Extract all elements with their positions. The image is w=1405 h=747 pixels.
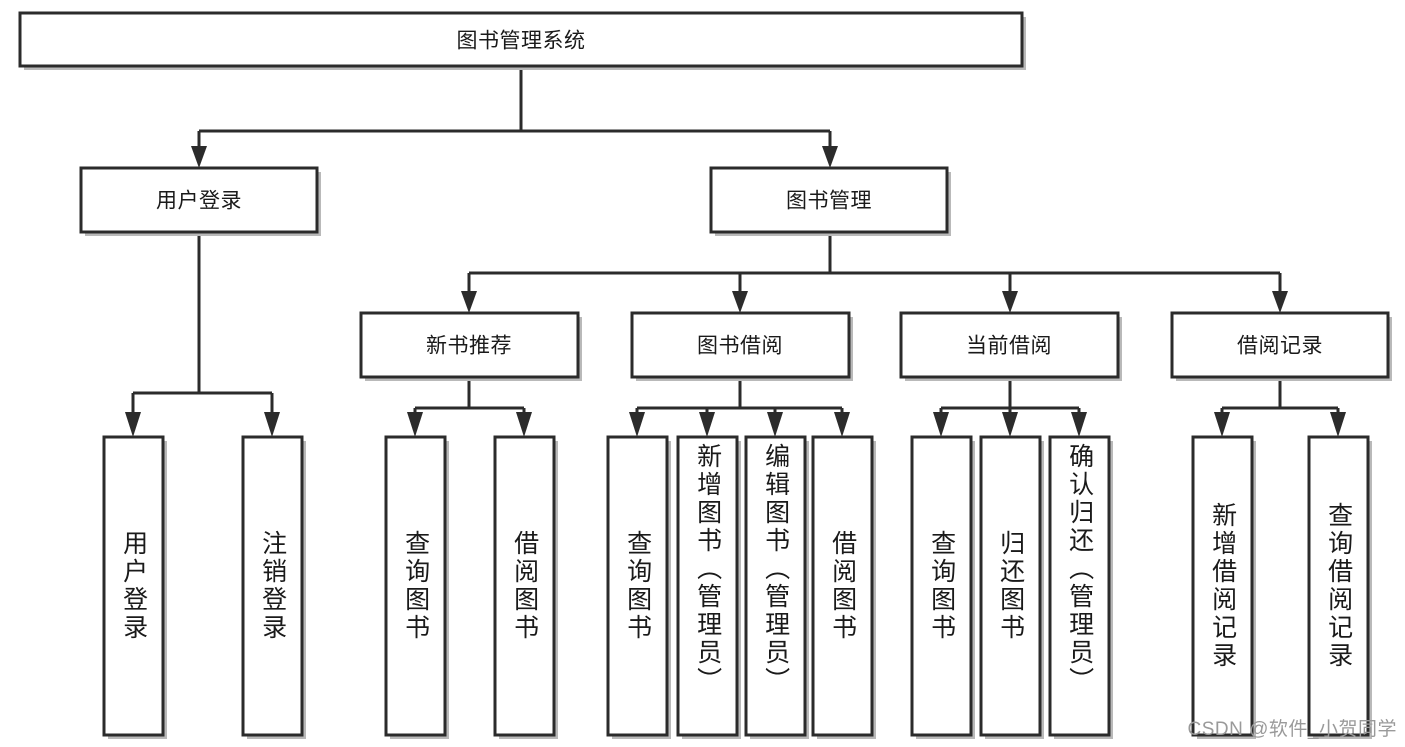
arrow-nbr-l2 xyxy=(516,412,532,437)
node-new-book-recommend-label: 新书推荐 xyxy=(426,335,512,358)
arrow-tsjy-l2 xyxy=(699,412,715,437)
node-book-borrow[interactable]: 图书借阅 xyxy=(630,311,853,381)
arrow-tsjy-l1 xyxy=(629,412,645,437)
node-borrow-record-label: 借阅记录 xyxy=(1237,335,1323,358)
leaf-new-book-1-box[interactable] xyxy=(493,435,556,737)
arrow-jyjl-l1 xyxy=(1214,412,1230,437)
node-book-management-label: 图书管理 xyxy=(786,190,872,213)
node-book-borrow-box[interactable] xyxy=(630,311,851,379)
node-root[interactable]: 图书管理系统 xyxy=(18,11,1026,70)
leaf-borrow-record-0-box[interactable] xyxy=(1191,435,1254,737)
leaf-current-borrow-1-box[interactable] xyxy=(979,435,1042,737)
connectors xyxy=(125,66,1346,437)
node-book-borrow-label: 图书借阅 xyxy=(697,335,783,358)
node-root-label: 图书管理系统 xyxy=(457,30,586,53)
leaf-user-login-0-box[interactable] xyxy=(102,435,165,737)
node-new-book-recommend[interactable]: 新书推荐 xyxy=(359,311,582,381)
leaf-user-login-1-box[interactable] xyxy=(241,435,304,737)
node-current-borrow[interactable]: 当前借阅 xyxy=(899,311,1122,381)
node-user-login[interactable]: 用户登录 xyxy=(79,166,321,236)
node-user-login-box[interactable] xyxy=(79,166,319,234)
node-root-box[interactable] xyxy=(18,11,1024,68)
arrow-jyjl-l2 xyxy=(1330,412,1346,437)
arrow-bm-c2 xyxy=(732,291,748,313)
arrow-dqjy-l1 xyxy=(933,412,949,437)
arrow-to-book-mgmt xyxy=(822,146,838,168)
arrow-user-login-leaf2 xyxy=(264,412,280,437)
leaf-current-borrow-2-box[interactable] xyxy=(1048,435,1111,737)
arrow-dqjy-l2 xyxy=(1002,412,1018,437)
arrow-tsjy-l3 xyxy=(767,412,783,437)
watermark: CSDN @软件_小贺同学 xyxy=(1187,719,1397,740)
arrow-bm-c1 xyxy=(461,291,477,313)
node-book-management-box[interactable] xyxy=(709,166,949,234)
node-current-borrow-label: 当前借阅 xyxy=(966,335,1052,358)
node-new-book-recommend-box[interactable] xyxy=(359,311,580,379)
leaf-current-borrow-0-box[interactable] xyxy=(910,435,973,737)
node-current-borrow-box[interactable] xyxy=(899,311,1120,379)
leaf-book-borrow-2-box[interactable] xyxy=(744,435,807,737)
leaf-new-book-0-box[interactable] xyxy=(384,435,447,737)
node-borrow-record-box[interactable] xyxy=(1170,311,1390,379)
leaf-book-borrow-3-box[interactable] xyxy=(811,435,874,737)
arrow-nbr-l1 xyxy=(407,412,423,437)
arrow-bm-c4 xyxy=(1272,291,1288,313)
leaf-book-borrow-0-box[interactable] xyxy=(606,435,669,737)
arrow-bm-c3 xyxy=(1002,291,1018,313)
arrow-user-login-leaf1 xyxy=(125,412,141,437)
arrow-to-user-login xyxy=(191,146,207,168)
arrow-tsjy-l4 xyxy=(834,412,850,437)
node-borrow-record[interactable]: 借阅记录 xyxy=(1170,311,1392,381)
leaf-book-borrow-1-box[interactable] xyxy=(676,435,739,737)
node-user-login-label: 用户登录 xyxy=(156,190,242,213)
arrow-dqjy-l3 xyxy=(1071,412,1087,437)
node-book-management[interactable]: 图书管理 xyxy=(709,166,951,236)
leaf-boxes xyxy=(102,435,1372,739)
leaf-borrow-record-1-box[interactable] xyxy=(1307,435,1370,737)
